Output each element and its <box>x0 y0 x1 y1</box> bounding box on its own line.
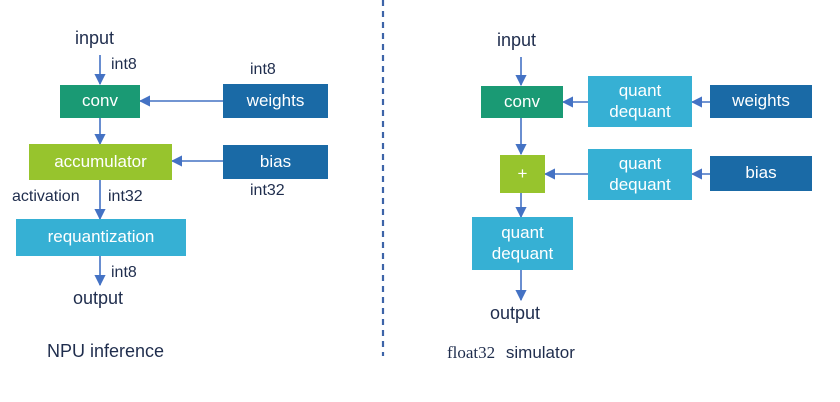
quant-dequant-bias-box: quant dequant <box>588 149 692 200</box>
left-conv-box: conv <box>60 85 140 118</box>
quant-dequant-weights-box: quant dequant <box>588 76 692 127</box>
left-int8-output-label: int8 <box>111 264 137 281</box>
quant-dequant-bias-label: quant dequant <box>609 154 671 194</box>
left-weights-label: weights <box>246 90 305 110</box>
left-output-label: output <box>73 288 124 308</box>
left-int32-activation-label: int32 <box>108 188 143 205</box>
float32-label: float32 <box>447 343 496 362</box>
left-int32-bias-label: int32 <box>250 182 285 199</box>
right-input-label: input <box>497 30 537 50</box>
quant-dequant-output-label: quant dequant <box>491 223 554 263</box>
right-conv-box: conv <box>481 86 563 118</box>
right-weights-box: weights <box>710 85 812 118</box>
left-int8-weights-label: int8 <box>250 61 276 78</box>
quant-dequant-output-box: quant dequant <box>472 217 573 270</box>
add-label: + <box>517 163 528 183</box>
activation-label: activation <box>12 188 80 205</box>
left-conv-label: conv <box>82 91 118 111</box>
left-bias-box: bias <box>223 145 328 179</box>
right-bias-box: bias <box>710 156 812 191</box>
right-bias-label: bias <box>745 163 777 183</box>
requantization-label: requantization <box>47 227 155 247</box>
accumulator-box: accumulator <box>29 144 172 180</box>
accumulator-label: accumulator <box>54 151 147 171</box>
requantization-box: requantization <box>16 219 186 256</box>
add-box: + <box>500 155 545 193</box>
left-caption: NPU inference <box>47 341 165 361</box>
left-int8-input-label: int8 <box>111 56 137 73</box>
right-conv-label: conv <box>504 91 540 111</box>
simulator-label: simulator <box>505 343 575 362</box>
right-weights-label: weights <box>732 91 790 111</box>
left-input-label: input <box>75 28 115 48</box>
right-caption: float32 simulator <box>447 343 575 363</box>
quant-dequant-weights-label: quant dequant <box>609 81 671 121</box>
right-output-label: output <box>490 303 541 323</box>
left-bias-label: bias <box>259 151 292 171</box>
left-weights-box: weights <box>223 84 328 118</box>
